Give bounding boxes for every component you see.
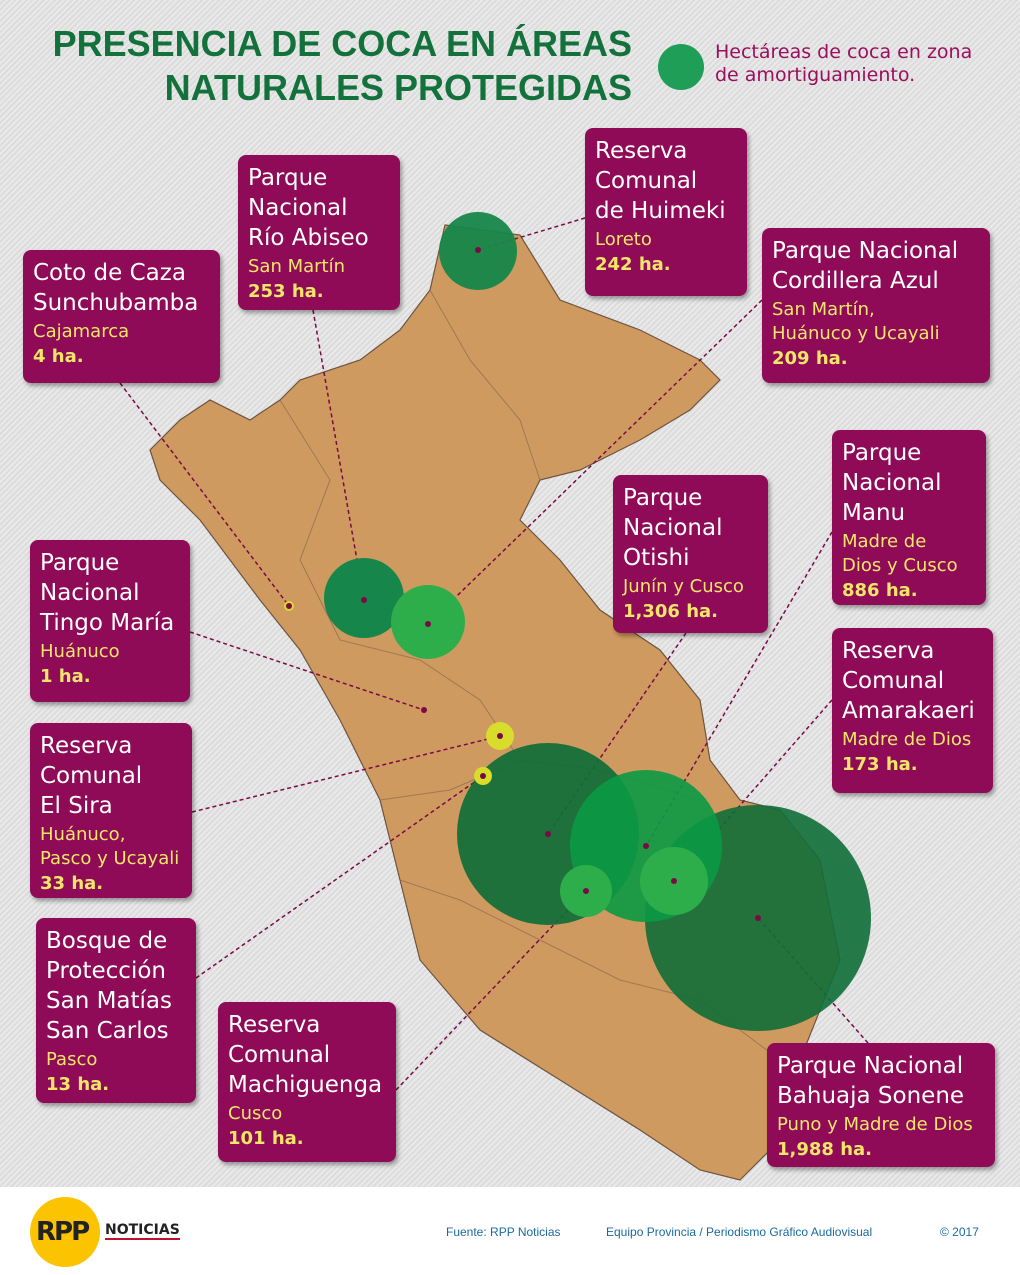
area-label: Parque Nacional Tingo María Huánuco 1 ha… [30,540,190,702]
area-name: Parque Nacional Cordillera Azul [772,238,959,294]
leader-dot [361,597,367,603]
area-region: Puno y Madre de Dios [777,1114,973,1135]
area-name: Coto de Caza Sunchubamba [33,260,199,316]
source-text: Fuente: RPP Noticias [446,1225,561,1239]
area-region: Pasco [46,1049,98,1070]
area-region: Cajamarca [33,321,130,342]
area-region: Cusco [228,1103,283,1124]
leader-dots [286,247,761,921]
area-hectares: 253 ha. [248,281,324,302]
area-label: Reserva Comunal de Huimeki Loreto 242 ha… [585,128,747,296]
area-label: Reserva Comunal El Sira Huánuco, Pasco y… [30,723,192,898]
area-name: Parque Nacional Bahuaja Sonene [777,1053,965,1109]
leader-line [191,735,501,813]
title-line-2: NATURALES PROTEGIDAS [164,67,632,108]
leader-line [395,890,587,1091]
copyright: © 2017 [940,1225,979,1239]
peru-map [119,212,871,1181]
title-line-1: PRESENCIA DE COCA EN ÁREAS [52,23,632,64]
area-hectares: 1,306 ha. [623,601,719,622]
leader-dot [421,707,427,713]
area-name: Reserva Comunal Amarakaeri [842,638,975,724]
leader-dot [545,831,551,837]
leader-dot [475,247,481,253]
area-label: Parque Nacional Bahuaja Sonene Puno y Ma… [767,1043,995,1167]
area-hectares: 13 ha. [46,1074,110,1095]
area-label: Parque Nacional Manu Madre de Dios y Cus… [832,430,986,605]
area-hectares: 33 ha. [40,873,104,894]
page-title: PRESENCIA DE COCA EN ÁREAS NATURALES PRO… [0,22,632,110]
area-region: Junín y Cusco [623,576,744,597]
area-name: Parque Nacional Río Abiseo [248,165,369,251]
leader-dot [583,888,589,894]
area-region: Loreto [595,229,652,250]
area-label: Reserva Comunal Amarakaeri Madre de Dios… [832,628,993,793]
footer: RPP NOTICIAS Fuente: RPP Noticias Equipo… [0,1187,1020,1275]
area-region: Huánuco [40,641,120,662]
leader-line [427,299,763,625]
area-label: Reserva Comunal Machiguenga Cusco 101 ha… [218,1002,396,1162]
area-label: Bosque de Protección San Matías San Carl… [36,918,196,1103]
area-name: Bosque de Protección San Matías San Carl… [46,928,173,1044]
area-label: Parque Nacional Otishi Junín y Cusco 1,3… [613,475,768,633]
area-label: Coto de Caza Sunchubamba Cajamarca 4 ha. [23,250,220,383]
area-name: Parque Nacional Manu [842,440,942,526]
area-hectares: 886 ha. [842,580,918,601]
area-label: Parque Nacional Río Abiseo San Martín 25… [238,155,400,310]
area-region: Madre de Dios y Cusco [842,531,958,576]
area-hectares: 1 ha. [40,666,91,687]
legend-text: Hectáreas de coca en zona de amortiguami… [715,41,973,86]
area-name: Reserva Comunal de Huimeki [595,138,726,224]
area-region: San Martín [248,256,346,277]
rpp-logo[interactable]: RPP [30,1197,100,1267]
leader-line [195,775,484,979]
leader-dot [643,843,649,849]
area-name: Reserva Comunal El Sira [40,733,143,819]
legend-circle-icon [658,44,704,90]
area-name: Reserva Comunal Machiguenga [228,1012,383,1098]
leader-line [312,309,365,601]
area-hectares: 173 ha. [842,754,918,775]
area-hectares: 242 ha. [595,254,671,275]
leader-dot [480,773,486,779]
leader-dot [497,733,503,739]
area-name: Parque Nacional Otishi [623,485,723,571]
leader-line [189,631,425,711]
area-hectares: 1,988 ha. [777,1139,873,1160]
area-label: Parque Nacional Cordillera Azul San Mart… [762,228,990,383]
logo-text: RPP [36,1217,90,1247]
brand-name: NOTICIAS [105,1222,180,1240]
area-region: Huánuco, Pasco y Ucayali [40,824,180,869]
leader-dot [755,915,761,921]
leader-dot [425,621,431,627]
area-region: Madre de Dios [842,729,972,750]
leader-dot [286,603,292,609]
area-region: San Martín, Huánuco y Ucayali [772,299,940,344]
leader-dot [671,878,677,884]
area-hectares: 4 ha. [33,346,84,367]
leader-line [119,382,290,607]
area-hectares: 209 ha. [772,348,848,369]
team-credit: Equipo Provincia / Periodismo Gráfico Au… [606,1225,873,1239]
area-name: Parque Nacional Tingo María [40,550,175,636]
leader-line [673,699,833,882]
area-hectares: 101 ha. [228,1128,304,1149]
